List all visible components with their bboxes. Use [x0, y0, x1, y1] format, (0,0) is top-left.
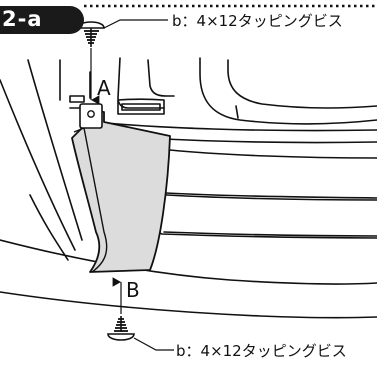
trim-bracket-edge	[73, 127, 108, 273]
step-label: 2-a	[2, 7, 43, 31]
point-label-a: A	[97, 76, 111, 100]
callout-bottom-screw: b：4×12タッピングビス	[176, 342, 347, 360]
vehicle-body-outline	[0, 57, 377, 319]
bracket-screw-hole	[87, 110, 95, 118]
trim-bracket	[71, 109, 171, 273]
step-badge: 2-a	[0, 6, 84, 34]
tapping-screw-bottom-icon	[107, 316, 135, 341]
callout-leader-top	[103, 19, 168, 29]
callout-leader-bottom	[133, 337, 174, 351]
point-label-b: B	[126, 278, 140, 302]
callout-top-screw: b：4×12タッピングビス	[172, 12, 343, 30]
